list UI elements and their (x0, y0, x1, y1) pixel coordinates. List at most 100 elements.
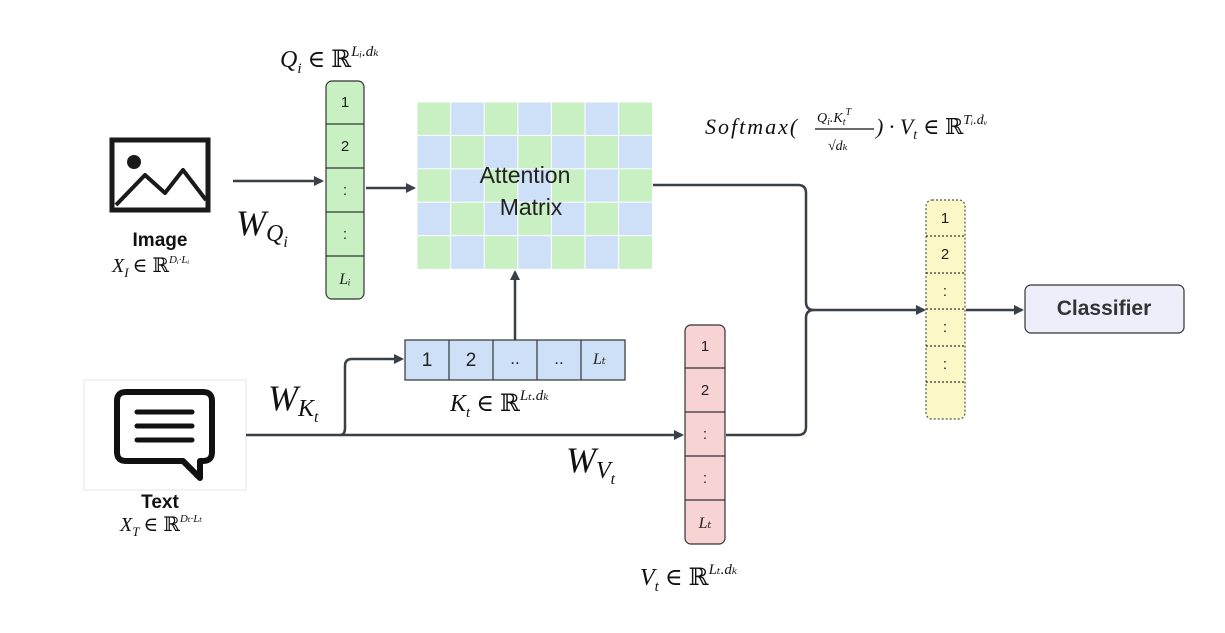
value-formula-base: V (640, 565, 657, 591)
attention-cell (584, 101, 620, 137)
attention-cell (517, 235, 553, 270)
classifier-box[interactable]: Classifier (1024, 284, 1185, 334)
attention-cell (550, 235, 586, 270)
attention-cell (618, 101, 653, 137)
text-label: Text (141, 492, 179, 513)
arrow-value-to-output (726, 308, 815, 437)
attention-cell (450, 168, 486, 204)
image-formula-base: X (111, 255, 125, 277)
classifier-frame (1024, 284, 1185, 334)
value-vector-frame (684, 324, 726, 545)
text-formula-base: X (119, 514, 133, 536)
attention-cell (483, 134, 519, 170)
weight-wq-sub: Q (266, 221, 283, 247)
attention-cell (517, 101, 553, 137)
attention-cell (550, 101, 586, 137)
output-vector: 1 2 : : : (925, 199, 966, 420)
key-formula-sub: t (466, 405, 471, 421)
query-formula-rel: ∈ ℝ (308, 47, 353, 73)
key-cell: Lₜ (592, 351, 606, 368)
weight-wv-base: W (566, 440, 599, 480)
value-vector: 1 2 : : Lₜ (684, 324, 726, 545)
value-formula-rel: ∈ ℝ (665, 565, 710, 591)
value-formula-sup: Lₜ.dₖ (708, 562, 738, 578)
weight-wk-subsub: t (314, 409, 319, 426)
weight-wq-subsub: i (283, 234, 287, 251)
query-cell: : (343, 226, 347, 243)
softmax-numerator: Qi.KtT (817, 107, 853, 128)
weight-wk: WKt (268, 378, 319, 426)
weight-wq-base: W (236, 203, 269, 243)
key-vector: 1 2 .. .. Lₜ (404, 339, 626, 381)
softmax-num-k: K (832, 111, 843, 126)
text-formula-rel: ∈ ℝ (143, 514, 180, 536)
text-formula-sub: T (132, 524, 140, 539)
attention-cell (584, 201, 620, 237)
softmax-tail-sub: t (913, 128, 918, 143)
attention-cell (416, 201, 452, 237)
output-cell: 2 (941, 246, 949, 263)
attention-cell (416, 168, 452, 204)
attention-cell (483, 101, 519, 137)
weight-wv-sub: V (596, 458, 613, 484)
attention-label-line2: Matrix (500, 194, 563, 220)
weight-wk-sub: K (297, 396, 316, 422)
query-formula-sub: i (297, 61, 301, 77)
key-cell: 1 (422, 350, 433, 371)
text-formula: XT∈ ℝDₜ·Lₜ (119, 513, 202, 539)
attention-cell (450, 235, 486, 270)
weight-wv: WVt (566, 440, 616, 488)
output-cell: : (943, 319, 947, 336)
softmax-sup: Tᵢ.dᵥ (963, 113, 988, 128)
key-cell: 2 (466, 350, 477, 371)
text-formula-sup: Dₜ·Lₜ (179, 513, 203, 525)
attention-cell (618, 201, 653, 237)
key-formula: Kt ∈ ℝLₜ.dₖ (449, 388, 549, 421)
query-formula-sup: Lᵢ.dₖ (350, 44, 379, 60)
attention-cell (550, 134, 586, 170)
softmax-num-q: Q (817, 111, 827, 126)
attention-matrix (416, 101, 653, 270)
classifier-label: Classifier (1057, 297, 1152, 320)
query-vector: 1 2 : : Lᵢ (325, 80, 365, 300)
value-cell: : (703, 426, 707, 443)
image-formula-sup: Dᵢ·Lᵢ (168, 254, 190, 266)
query-cell: Lᵢ (338, 271, 350, 288)
value-cell: Lₜ (698, 515, 712, 532)
value-formula: Vt ∈ ℝLₜ.dₖ (640, 562, 738, 595)
attention-cell (517, 134, 553, 170)
softmax-fn: Softmax( (705, 114, 799, 139)
softmax-num-sup: T (846, 107, 853, 118)
attention-cell (584, 168, 620, 204)
weight-wq: WQi (236, 203, 288, 251)
softmax-num-dot: . (830, 111, 834, 126)
query-formula-base: Q (280, 47, 297, 73)
softmax-denominator: √dₖ (828, 139, 848, 154)
attention-cell (618, 168, 653, 204)
query-cell: 2 (341, 138, 349, 155)
output-cell: : (943, 283, 947, 300)
value-formula-sub: t (655, 579, 660, 595)
image-icon (109, 137, 211, 213)
image-label: Image (133, 230, 188, 251)
arrow-attention-to-output (652, 183, 926, 315)
value-cell: 2 (701, 382, 709, 399)
query-formula: Qi ∈ ℝLᵢ.dₖ (280, 44, 379, 77)
softmax-formula: Softmax( Qi.KtT √dₖ ) · Vt∈ ℝTᵢ.dᵥ (705, 107, 988, 154)
image-formula-sub: I (123, 265, 129, 280)
output-cell: : (943, 356, 947, 373)
attention-cell (450, 201, 486, 237)
text-icon-frame (83, 379, 247, 491)
attention-cell (584, 134, 620, 170)
softmax-num-qsub: i (827, 117, 830, 128)
softmax-tail-text: ) · V (874, 114, 916, 139)
key-formula-base: K (449, 391, 468, 417)
key-formula-rel: ∈ ℝ (476, 391, 521, 417)
attention-cell (416, 235, 452, 270)
key-formula-sup: Lₜ.dₖ (519, 388, 549, 404)
key-cell: .. (554, 349, 563, 368)
query-cell: : (343, 182, 347, 199)
attention-cell (517, 168, 553, 204)
